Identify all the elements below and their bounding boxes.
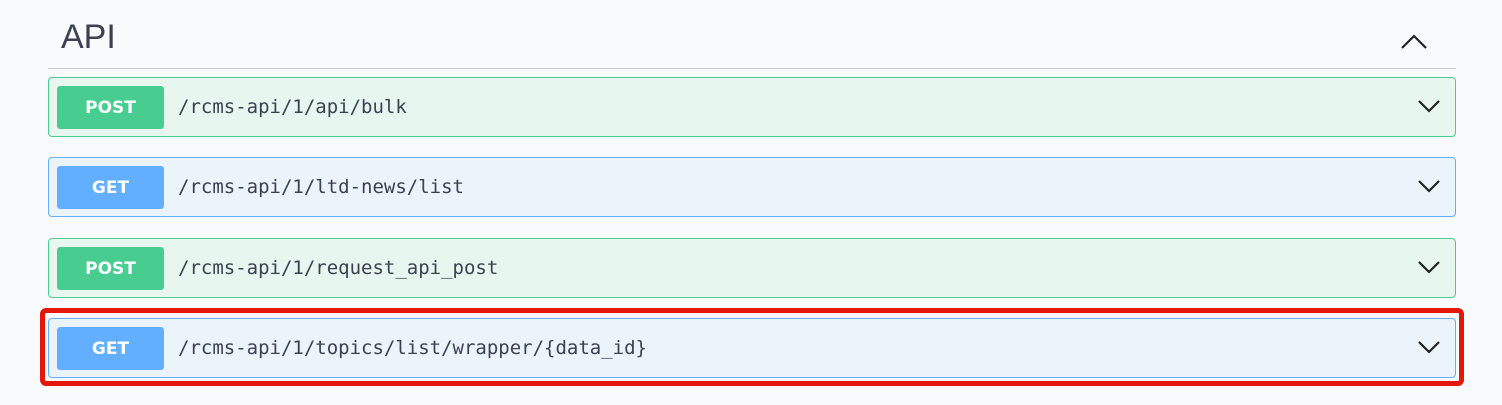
chevron-down-icon[interactable]: [1417, 178, 1441, 194]
method-badge: POST: [57, 247, 164, 290]
section-header-api[interactable]: API: [48, 0, 1456, 69]
method-badge: POST: [57, 86, 164, 129]
chevron-down-icon[interactable]: [1417, 98, 1441, 114]
operation-path: /rcms-api/1/api/bulk: [178, 96, 407, 118]
operation-post-request-api-post[interactable]: POST /rcms-api/1/request_api_post: [48, 238, 1456, 298]
chevron-down-icon[interactable]: [1417, 259, 1441, 275]
operation-path: /rcms-api/1/ltd-news/list: [178, 176, 464, 198]
operation-path: /rcms-api/1/topics/list/wrapper/{data_id…: [178, 337, 647, 359]
section-title: API: [61, 18, 116, 56]
operation-get-ltd-news-list[interactable]: GET /rcms-api/1/ltd-news/list: [48, 157, 1456, 217]
method-badge: GET: [57, 166, 164, 209]
chevron-up-icon[interactable]: [1400, 32, 1428, 50]
operation-get-topics-list-wrapper[interactable]: GET /rcms-api/1/topics/list/wrapper/{dat…: [48, 318, 1456, 378]
chevron-down-icon[interactable]: [1417, 339, 1441, 355]
operation-post-api-bulk[interactable]: POST /rcms-api/1/api/bulk: [48, 77, 1456, 137]
method-badge: GET: [57, 327, 164, 370]
operation-path: /rcms-api/1/request_api_post: [178, 257, 499, 279]
